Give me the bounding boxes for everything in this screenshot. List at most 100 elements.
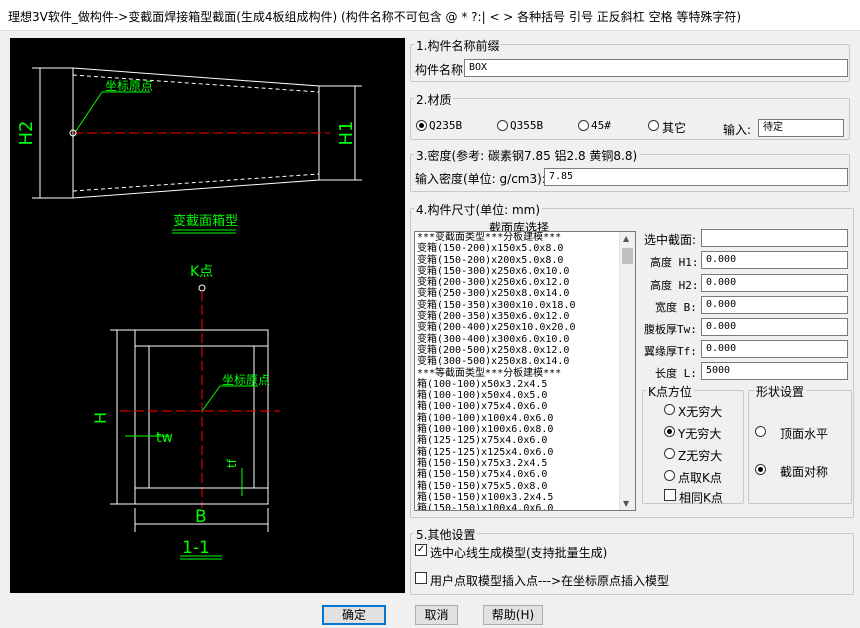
shape-radio-symmetric[interactable] [755, 464, 766, 475]
name-input[interactable]: BOX [464, 59, 848, 77]
help-button[interactable]: 帮助(H) [483, 605, 543, 625]
list-item[interactable]: 箱(150-150)x100x4.0x6.0 [417, 503, 554, 511]
h1-input[interactable]: 0.000 [701, 251, 848, 269]
list-item[interactable]: 箱(100-100)x50x4.0x5.0 [417, 390, 548, 402]
selected-section-label: 选中截面: [644, 233, 697, 247]
name-prefix-title: 1.构件名称前缀 [414, 37, 502, 54]
list-item[interactable]: 箱(100-100)x100x4.0x6.0 [417, 412, 554, 424]
centerline-label: 选中心线生成模型(支持批量生成) [430, 546, 608, 560]
list-item[interactable]: 变箱(150-350)x300x10.0x18.0 [417, 299, 576, 311]
k-radio-z[interactable] [664, 448, 675, 459]
material-other-label: 其它 [662, 121, 687, 135]
k-z-label: Z无穷大 [678, 449, 723, 463]
material-q235b-label: Q235B [429, 119, 463, 132]
h-label: H [91, 412, 110, 424]
section-label: 1-1 [182, 538, 210, 558]
section-library-list[interactable]: ***变截面类型***分板建模***变箱(150-200)x150x5.0x8.… [414, 231, 636, 511]
b-label: B [195, 507, 207, 527]
k-radio-pick[interactable] [664, 470, 675, 481]
material-input[interactable]: 待定 [758, 119, 844, 137]
tw-input[interactable]: 0.000 [701, 318, 848, 336]
top-caption: 变截面箱型 [173, 213, 238, 229]
material-group [410, 98, 850, 140]
selected-section-input[interactable] [701, 229, 848, 247]
list-item[interactable]: 变箱(150-200)x200x5.0x8.0 [417, 254, 564, 266]
box-cross-section [110, 291, 280, 560]
density-input[interactable]: 7.85 [544, 168, 848, 186]
length-input[interactable]: 5000 [701, 362, 848, 380]
material-q355b-label: Q355B [510, 119, 544, 132]
list-scrollbar[interactable]: ▲ ▼ [619, 232, 635, 510]
list-item[interactable]: 变箱(200-500)x250x8.0x12.0 [417, 344, 570, 356]
window-title: 理想3V软件_做构件->变截面焊接箱型截面(生成4板组成构件) (构件名称不可包… [8, 10, 742, 24]
material-radio-other[interactable] [648, 120, 659, 131]
material-radio-q235b[interactable] [416, 120, 427, 131]
tf-field-label: 翼缘厚Tf: [644, 345, 697, 358]
insert-point-checkbox[interactable] [415, 572, 427, 584]
k-point-marker [198, 284, 206, 292]
ok-button[interactable]: 确定 [322, 605, 386, 625]
density-title: 3.密度(参考: 碳素钢7.85 铝2.8 黄铜8.8) [414, 147, 640, 164]
material-radio-45[interactable] [578, 120, 589, 131]
list-item[interactable]: 箱(150-150)x75x4.0x6.0 [417, 469, 548, 481]
list-item[interactable]: 箱(100-100)x75x4.0x6.0 [417, 401, 548, 413]
list-item[interactable]: 变箱(300-500)x250x8.0x14.0 [417, 356, 570, 368]
list-item[interactable]: 箱(125-125)x125x4.0x6.0 [417, 446, 554, 458]
k-y-label: Y无穷大 [678, 427, 722, 441]
list-item[interactable]: 箱(125-125)x75x4.0x6.0 [417, 435, 548, 447]
tapered-box-elevation [32, 67, 362, 234]
material-radio-q355b[interactable] [497, 120, 508, 131]
other-settings-title: 5.其他设置 [414, 526, 478, 543]
length-field-label: 长度 L: [655, 367, 697, 380]
h1-label: H1 [336, 121, 357, 146]
list-item[interactable]: 箱(100-100)x100x6.0x8.0 [417, 424, 554, 436]
list-item[interactable]: 变箱(150-200)x150x5.0x8.0 [417, 243, 564, 255]
list-item[interactable]: 箱(150-150)x75x3.2x4.5 [417, 457, 548, 469]
k-pick-label: 点取K点 [678, 471, 722, 485]
k-x-label: X无穷大 [678, 405, 723, 419]
same-k-checkbox[interactable] [664, 489, 676, 501]
shape-radio-top-level[interactable] [755, 426, 766, 437]
preview-canvas: H2 H1 坐标原点 变截面箱型 K点 [10, 38, 405, 593]
tf-input[interactable]: 0.000 [701, 340, 848, 358]
bottom-origin-label: 坐标原点 [222, 373, 270, 387]
cancel-button[interactable]: 取消 [415, 605, 458, 625]
list-item[interactable]: 变箱(200-300)x250x6.0x12.0 [417, 277, 570, 289]
shape-group [748, 390, 852, 504]
size-title: 4.构件尺寸(单位: mm) [414, 201, 543, 218]
name-prefix-group [410, 44, 850, 82]
list-item[interactable]: 变箱(300-400)x300x6.0x10.0 [417, 333, 570, 345]
material-45-label: 45# [591, 119, 611, 132]
list-item[interactable]: 变箱(200-350)x350x6.0x12.0 [417, 311, 570, 323]
tf-label: tf [225, 458, 239, 468]
list-item[interactable]: ***变截面类型***分板建模*** [417, 232, 562, 243]
h2-label: H2 [16, 121, 37, 146]
size-group [410, 208, 854, 518]
width-input[interactable]: 0.000 [701, 296, 848, 314]
list-item[interactable]: 变箱(200-400)x250x10.0x20.0 [417, 322, 576, 334]
other-settings-group [410, 533, 854, 595]
density-label: 输入密度(单位: g/cm3): [415, 172, 546, 186]
centerline-checkbox[interactable]: ✓ [415, 544, 427, 556]
scrollbar-thumb[interactable] [622, 248, 633, 264]
shape-top-level-label: 顶面水平 [780, 427, 829, 441]
list-item[interactable]: 箱(150-150)x75x5.0x8.0 [417, 480, 548, 492]
material-title: 2.材质 [414, 91, 454, 108]
list-item[interactable]: 变箱(250-300)x250x8.0x14.0 [417, 288, 570, 300]
k-radio-x[interactable] [664, 404, 675, 415]
top-origin-label: 坐标原点 [105, 79, 153, 93]
list-item[interactable]: 箱(150-150)x100x3.2x4.5 [417, 491, 554, 503]
h2-field-label: 高度 H2: [650, 279, 699, 292]
k-point-label: K点 [190, 264, 213, 280]
tw-field-label: 腹板厚Tw: [644, 323, 697, 336]
h2-input[interactable]: 0.000 [701, 274, 848, 292]
k-radio-y[interactable] [664, 426, 675, 437]
list-item[interactable]: 箱(100-100)x50x3.2x4.5 [417, 378, 548, 390]
h1-field-label: 高度 H1: [650, 256, 699, 269]
name-label: 构件名称 [415, 63, 464, 77]
insert-point-label: 用户点取模型插入点--->在坐标原点插入模型 [430, 574, 670, 588]
tw-label: tw [156, 430, 173, 446]
list-item[interactable]: 变箱(150-300)x250x6.0x10.0 [417, 265, 570, 277]
material-input-label: 输入: [723, 123, 752, 137]
list-item[interactable]: ***等截面类型***分板建模*** [417, 367, 562, 379]
